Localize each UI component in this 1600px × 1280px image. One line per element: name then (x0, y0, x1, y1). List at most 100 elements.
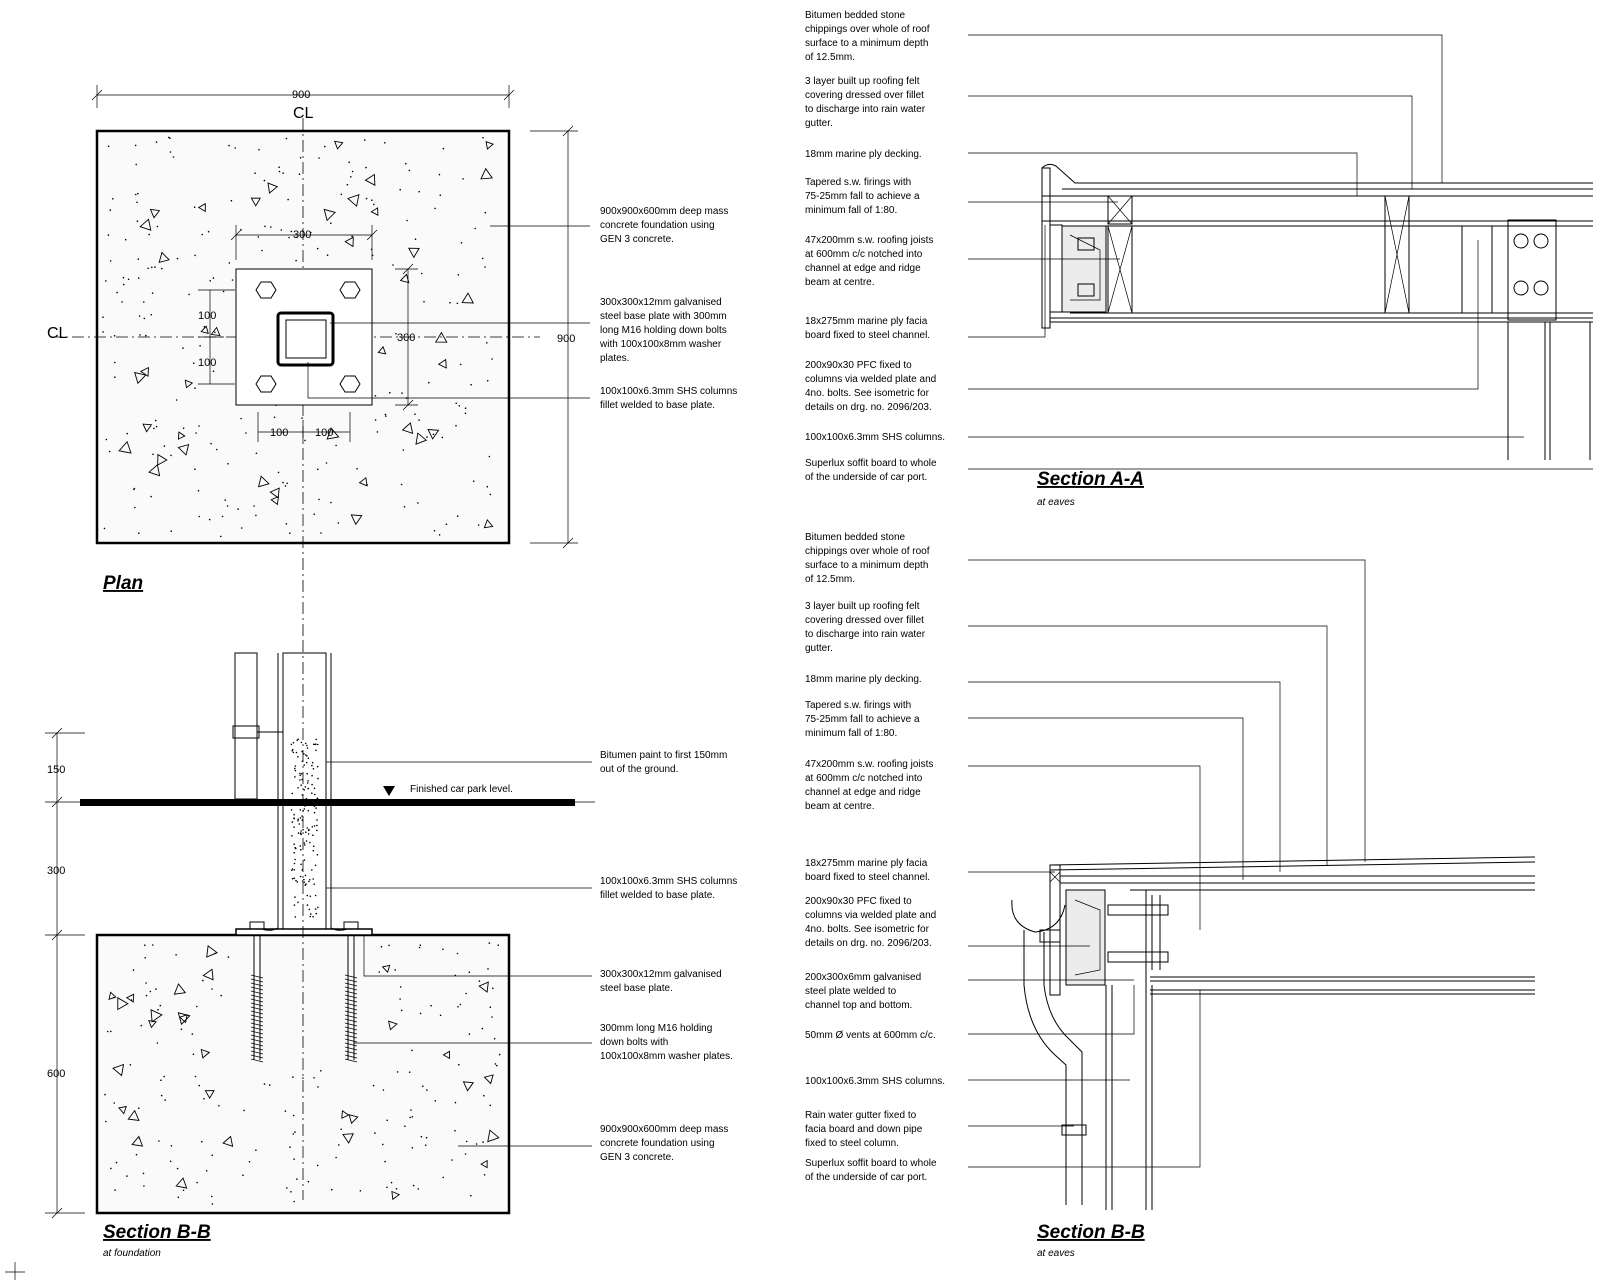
stipple-dot (317, 468, 319, 471)
aggregate-mark (487, 1129, 500, 1143)
stipple-dot (464, 407, 467, 410)
bolt-hole-icon (255, 281, 277, 299)
stipple-dot (320, 1070, 322, 1072)
aggregate-mark (177, 431, 186, 440)
aggregate-mark (483, 519, 494, 529)
stipple-dot (337, 522, 340, 524)
stipple-dot (160, 1079, 162, 1081)
aggregate-mark (377, 345, 387, 355)
stipple-dot (483, 1094, 485, 1097)
stipple-dot (310, 231, 312, 234)
stipple-dot (478, 980, 481, 982)
stipple-dot (315, 912, 318, 915)
stipple-dot (306, 894, 309, 897)
stipple-dot (105, 438, 108, 441)
stipple-dot (426, 1089, 428, 1091)
plan-dim-top: 900 (91, 85, 515, 108)
stipple-dot (196, 1005, 198, 1008)
stipple-dot (220, 994, 222, 997)
stipple-dot (170, 454, 172, 457)
stipple-dot (351, 235, 353, 237)
stipple-dot (384, 142, 386, 144)
stipple-dot (335, 444, 337, 447)
stipple-dot (299, 772, 301, 775)
stipple-dot (234, 147, 236, 149)
stipple-dot (294, 896, 296, 898)
stipple-dot (157, 1008, 159, 1011)
stipple-dot (314, 908, 317, 910)
stipple-dot (195, 432, 197, 434)
aggregate-mark (358, 476, 368, 487)
stipple-dot (175, 399, 178, 401)
stipple-dot (308, 880, 310, 883)
stipple-dot (317, 743, 319, 746)
stipple-dot (305, 799, 307, 802)
stipple-dot (294, 765, 297, 767)
aggregate-mark (139, 366, 149, 378)
stipple-dot (289, 1146, 291, 1148)
stipple-dot (145, 334, 147, 337)
stipple-dot (422, 1085, 424, 1087)
aggregate-mark (387, 1020, 398, 1031)
stipple-dot (489, 493, 492, 496)
stipple-dot (198, 515, 200, 518)
stipple-dot (382, 1089, 385, 1091)
stipple-dot (288, 236, 290, 239)
stipple-dot (292, 1076, 294, 1078)
aggregate-mark (131, 1135, 144, 1147)
stipple-dot (137, 258, 140, 260)
aggregate-mark (381, 964, 391, 974)
stipple-dot (292, 741, 295, 744)
stipple-dot (107, 234, 110, 236)
stipple-dot (313, 805, 316, 807)
stipple-dot (316, 765, 319, 768)
stipple-dot (496, 1064, 498, 1067)
stipple-dot (169, 1160, 172, 1163)
stipple-dot (201, 233, 203, 236)
stipple-dot (301, 815, 303, 817)
roof-chippings (1041, 163, 1593, 184)
aggregate-mark (118, 440, 132, 454)
stipple-dot (293, 1158, 295, 1160)
stipple-dot (303, 789, 306, 791)
stipple-dot (296, 881, 299, 883)
stipple-dot (307, 1180, 310, 1183)
stipple-dot (297, 738, 300, 741)
stipple-dot (106, 1030, 109, 1033)
stipple-dot (305, 831, 307, 833)
aggregate-mark (202, 968, 214, 981)
stipple-dot (335, 1156, 337, 1159)
stipple-dot (295, 751, 298, 754)
stipple-dot (301, 417, 303, 419)
stipple-dot (116, 291, 118, 294)
aggregate-mark (175, 1177, 188, 1189)
aggregate-mark (427, 428, 440, 440)
stipple-dot (474, 227, 477, 230)
stipple-dot (293, 1200, 296, 1203)
stipple-dot (300, 830, 302, 832)
stipple-dot (409, 1116, 411, 1119)
stipple-dot (317, 1086, 319, 1088)
stipple-dot (304, 844, 306, 846)
stipple-dot (388, 944, 390, 947)
stipple-dot (399, 998, 401, 1000)
stipple-dot (138, 532, 140, 534)
aggregate-mark (461, 292, 475, 304)
stipple-dot (255, 514, 257, 517)
stipple-dot (297, 901, 299, 904)
stipple-dot (293, 817, 295, 819)
aggregate-mark (485, 141, 494, 150)
stipple-dot (403, 506, 406, 508)
stipple-dot (114, 1189, 116, 1191)
stipple-dot (384, 413, 387, 416)
stipple-dot (294, 767, 296, 770)
aggregate-mark (148, 1020, 157, 1029)
plan-leader-column (307, 362, 590, 399)
stipple-dot (304, 805, 306, 807)
